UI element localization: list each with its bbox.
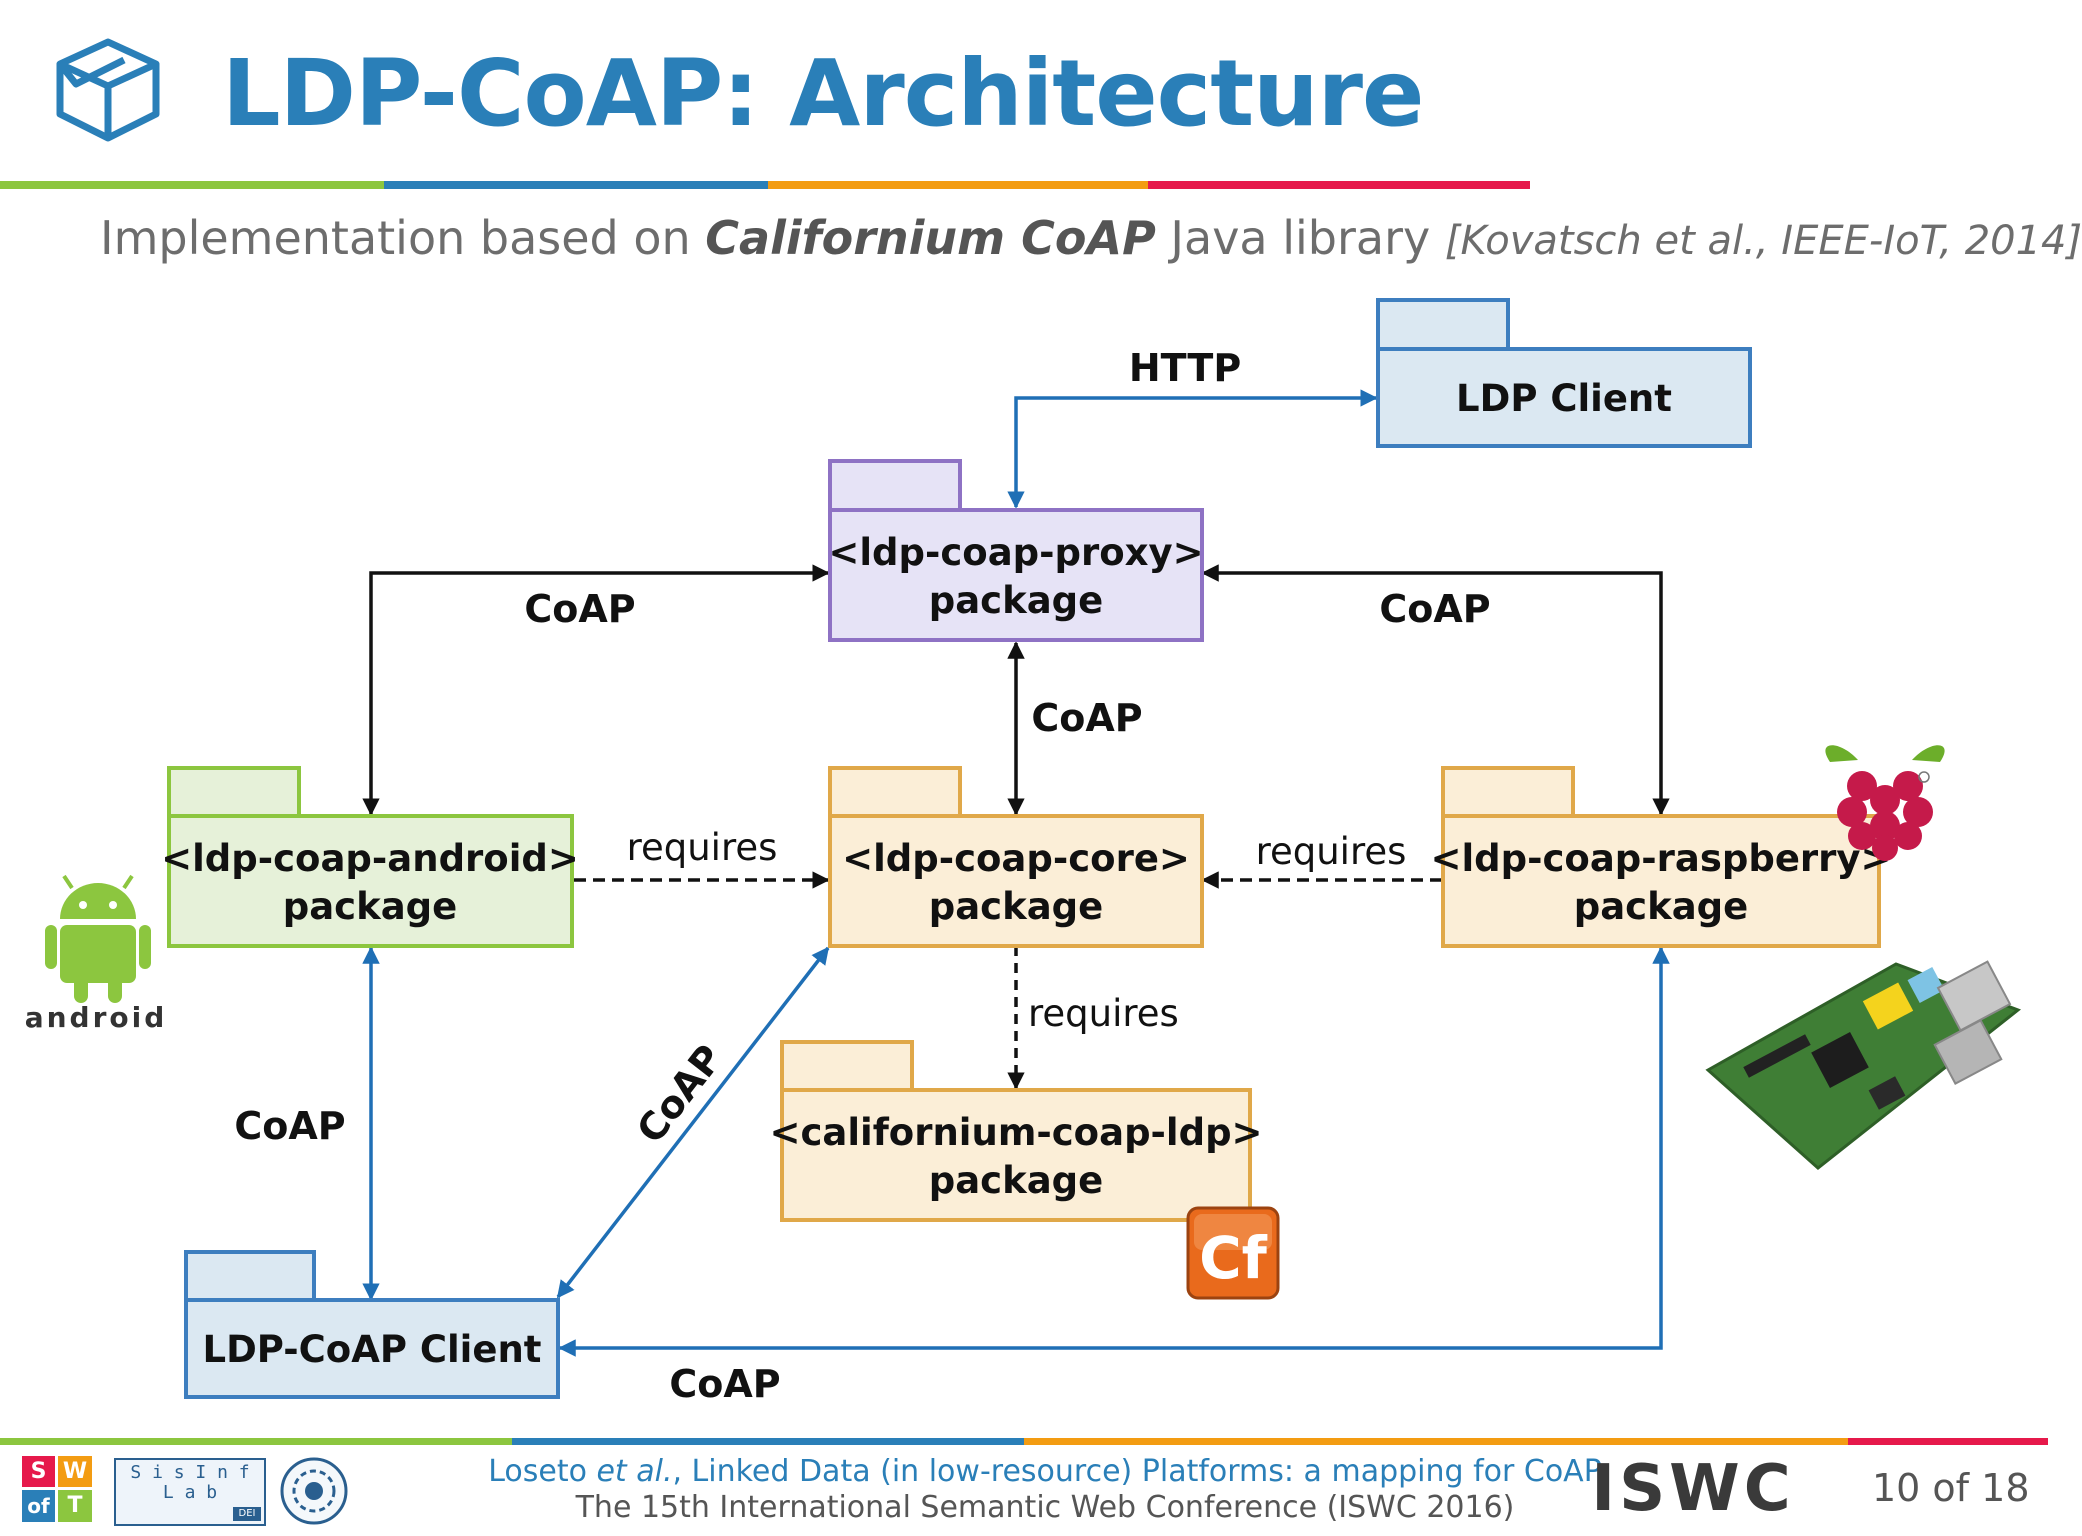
coap-label-bottom: CoAP <box>669 1362 780 1406</box>
raspberry-package-suffix: package <box>1574 885 1749 928</box>
raspberry-pi-board-icon <box>1705 960 2022 1170</box>
swot-logo-s: S <box>22 1456 55 1487</box>
package-ldp-coap-android: <ldp-coap-android> package <box>161 766 579 948</box>
university-seal-icon <box>280 1457 348 1525</box>
page-number: 10 of 18 <box>1872 1466 2030 1510</box>
package-ldp-coap-client: LDP-CoAP Client <box>184 1250 560 1399</box>
core-package-suffix: package <box>929 885 1104 928</box>
package-ldp-coap-raspberry: <ldp-coap-raspberry> package <box>1430 766 1892 948</box>
sisinf-logo-line1: S i s I n f <box>130 1462 250 1483</box>
requires-label-raspberry: requires <box>1256 830 1407 873</box>
title-underline-blue <box>384 181 768 189</box>
proxy-package-suffix: package <box>929 579 1104 622</box>
title-underline-red <box>1148 181 1530 189</box>
footer-bar-green <box>0 1438 512 1445</box>
box-icon <box>56 38 160 142</box>
raspberry-pi-logo-icon <box>1825 745 1945 861</box>
android-package-suffix: package <box>283 885 458 928</box>
footer-conference: The 15th International Semantic Web Conf… <box>575 1490 1515 1525</box>
android-package-name: <ldp-coap-android> <box>161 837 579 880</box>
coap-android-proxy-arrow <box>362 564 830 816</box>
swot-logo-w: W <box>58 1456 92 1487</box>
package-californium-coap-ldp: <californium-coap-ldp> package <box>769 1040 1263 1222</box>
proxy-package-name: <ldp-coap-proxy> <box>828 531 1203 574</box>
footer-bar-orange <box>1024 1438 1848 1445</box>
coap-raspberry-client-arrow <box>558 946 1670 1357</box>
coap-label-right: CoAP <box>1379 587 1490 631</box>
ldp-client-label: LDP Client <box>1456 377 1672 420</box>
sisinf-lab-logo: S i s I n f L a b DEI <box>114 1458 266 1526</box>
californium-package-suffix: package <box>929 1159 1104 1202</box>
requires-label-californium: requires <box>1028 992 1179 1035</box>
coap-label-left: CoAP <box>524 587 635 631</box>
swot-logo-t: T <box>58 1490 92 1522</box>
title-underline-orange <box>768 181 1148 189</box>
footer-bar-blue <box>512 1438 1024 1445</box>
footer-bar-red <box>1848 1438 2048 1445</box>
footer-author: Loseto <box>488 1454 587 1489</box>
subtitle-library: Californium CoAP <box>705 211 1156 265</box>
connectors <box>362 389 1670 1357</box>
android-logo-text: android <box>25 1001 168 1034</box>
title-underline-green <box>0 181 384 189</box>
coap-client-label: LDP-CoAP Client <box>203 1328 542 1371</box>
package-ldp-client: LDP Client <box>1376 298 1752 448</box>
californium-package-name: <californium-coap-ldp> <box>769 1111 1262 1154</box>
http-label: HTTP <box>1129 346 1241 390</box>
footer-paper-title: , Linked Data (in low-resource) Platform… <box>672 1454 1602 1489</box>
page-title: LDP-CoAP: Architecture <box>222 40 1424 147</box>
raspberry-package-name: <ldp-coap-raspberry> <box>1430 837 1891 880</box>
core-package-name: <ldp-coap-core> <box>842 837 1190 880</box>
package-ldp-coap-core: <ldp-coap-core> package <box>828 766 1204 948</box>
californium-logo-text: Cf <box>1199 1224 1268 1292</box>
sisinf-logo-dei: DEI <box>233 1507 261 1521</box>
subtitle-citation: [Kovatsch et al., IEEE-IoT, 2014] <box>1444 218 2082 264</box>
subtitle-middle: Java library <box>1155 211 1445 265</box>
subtitle: Implementation based on Californium CoAP… <box>100 208 2082 271</box>
subtitle-prefix: Implementation based on <box>100 211 706 265</box>
footer-citation: Loseto et al., Linked Data (in low-resou… <box>420 1454 1670 1490</box>
sisinf-logo-line2: L a b <box>162 1482 218 1503</box>
californium-logo-icon: Cf <box>1186 1206 1280 1300</box>
iswc-logo: ISWC <box>1591 1452 1795 1526</box>
coap-label-android-client: CoAP <box>234 1104 345 1148</box>
requires-label-android: requires <box>627 826 778 869</box>
package-ldp-coap-proxy: <ldp-coap-proxy> package <box>828 459 1204 642</box>
swot-logo-of: of <box>22 1490 55 1522</box>
coap-raspberry-proxy-arrow <box>1201 564 1670 816</box>
android-robot-icon <box>45 874 151 1003</box>
coap-label-middle: CoAP <box>1031 696 1142 740</box>
swot-logo: S W of T <box>22 1456 94 1524</box>
footer-etal: et al. <box>586 1454 673 1489</box>
http-arrow <box>1007 389 1378 509</box>
